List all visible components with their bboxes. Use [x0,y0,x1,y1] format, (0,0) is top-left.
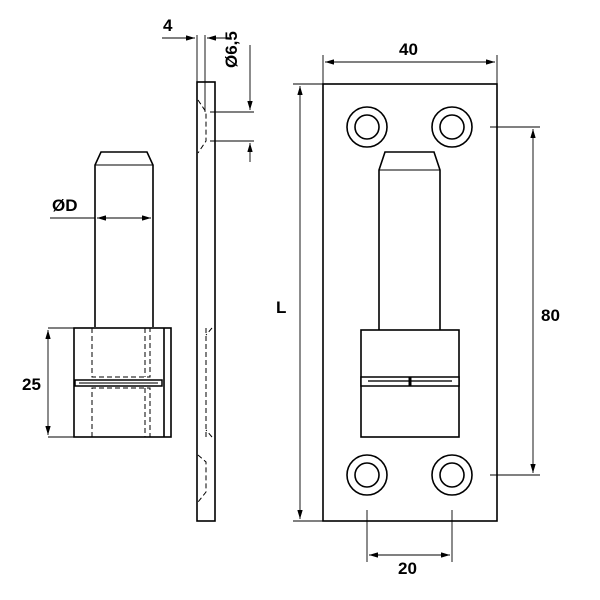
dim-plate-length: L [276,298,287,317]
dim-plate-thickness: 4 [163,16,173,35]
dim-collar-height: 25 [22,375,41,394]
side-view [45,35,254,522]
mounting-holes [346,106,473,496]
dim-hole-diameter: Ø6,5 [222,31,241,68]
front-view [293,55,540,562]
dim-hole-spacing-vertical: 80 [541,306,560,325]
dim-hole-spacing-horizontal: 20 [398,559,417,578]
dim-plate-width: 40 [399,40,418,59]
dim-pin-diameter: ØD [52,196,78,215]
